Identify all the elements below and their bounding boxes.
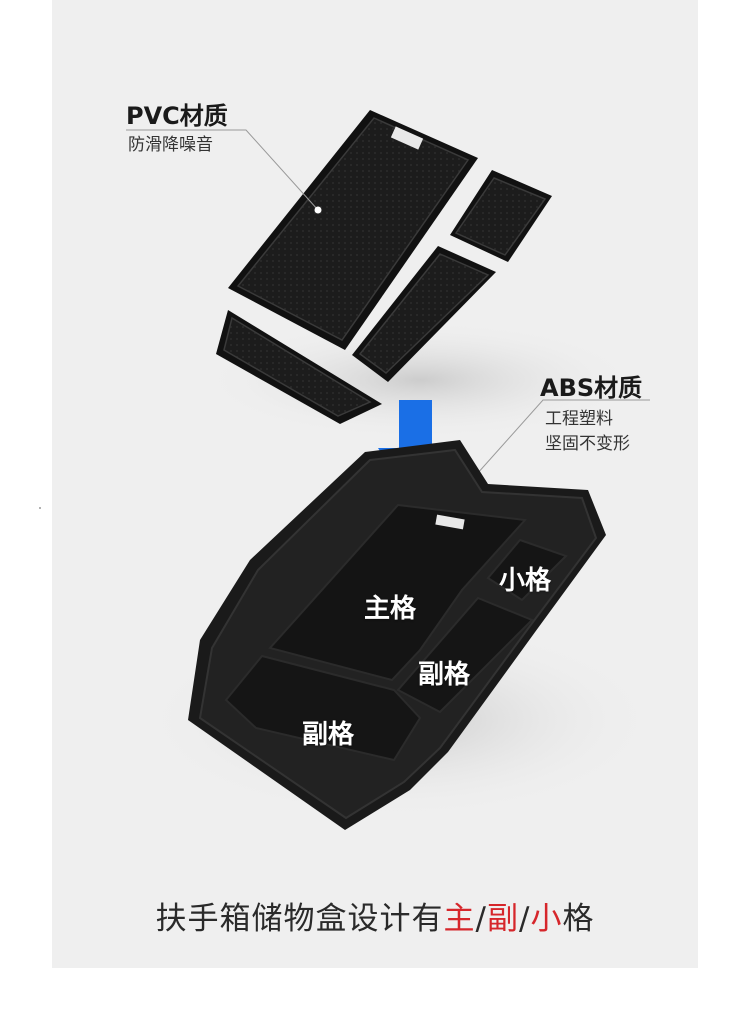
pvc-pointer-dot: [314, 206, 322, 214]
pvc-material-feature: 防滑降噪音: [128, 135, 213, 155]
pvc-material-title: PVC材质: [126, 102, 228, 130]
abs-material-feature-1: 工程塑料: [545, 409, 613, 429]
caption-sep-1: /: [475, 901, 487, 937]
pvc-mat-large: [228, 110, 478, 350]
pvc-pointer-line: [126, 129, 319, 211]
sub-compartment-front-label: 副格: [302, 720, 355, 750]
pvc-mat-front: [216, 310, 382, 424]
abs-storage-tray: [188, 440, 606, 830]
caption-suffix: 格: [562, 901, 595, 937]
small-compartment-label: 小格: [499, 566, 552, 596]
main-compartment-label: 主格: [364, 594, 417, 624]
caption-main: 主: [443, 901, 476, 937]
caption-sub: 副: [487, 901, 519, 937]
mat-shadow: [200, 320, 640, 440]
caption-sep-2: /: [519, 901, 531, 937]
caption-small: 小: [530, 901, 563, 937]
pvc-mat-medium: [352, 246, 496, 382]
caption: 扶手箱储物盒设计有主/副/小格: [0, 893, 750, 938]
abs-pointer-line: [467, 399, 650, 485]
sub-compartment-right-label: 副格: [418, 660, 471, 690]
pvc-mat-small: [450, 170, 552, 262]
dust-speck: [39, 507, 41, 509]
abs-material-title: ABS材质: [540, 374, 643, 402]
caption-prefix: 扶手箱储物盒设计有: [155, 901, 444, 937]
abs-material-feature-2: 坚固不变形: [545, 434, 630, 454]
